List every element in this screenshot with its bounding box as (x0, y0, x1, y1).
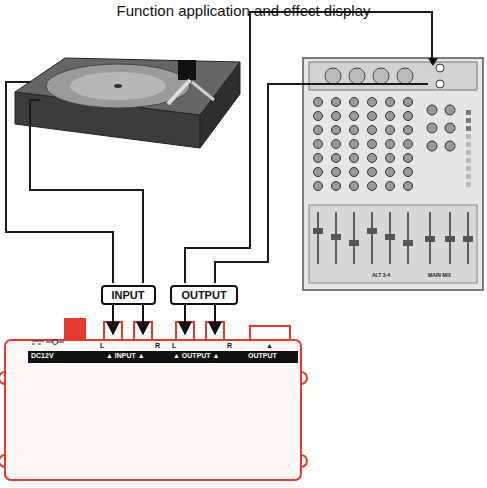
jack-tag: INPUT (101, 285, 156, 305)
tag-text: INPUT (112, 289, 145, 301)
jack-tag: OUTPUT (170, 285, 237, 305)
signal-arrow (184, 305, 186, 334)
signal-arrow (214, 305, 216, 334)
panel-text: L (100, 341, 104, 350)
panel-label: ALT 3-4 (372, 272, 390, 278)
tag-text: OUTPUT (181, 289, 226, 301)
panel-text: DC12V (31, 351, 54, 360)
turntable (15, 58, 240, 148)
effect-unit (0, 318, 307, 480)
panel-text: ▲ OUTPUT ▲ (173, 351, 220, 360)
panel-text: R (155, 341, 160, 350)
panel-label: MAIN MIX (428, 272, 451, 278)
signal-arrow (142, 305, 144, 334)
panel-text: OUTPUT (248, 351, 277, 360)
panel-text: L (172, 341, 176, 350)
cables (6, 12, 432, 283)
signal-arrow (112, 305, 114, 334)
panel-text: R (227, 341, 232, 350)
mixer (303, 58, 483, 290)
panel-text: ▲ INPUT ▲ (106, 351, 145, 360)
title: Function application and effect display (0, 2, 487, 19)
effect-unit-box: DC12VLR▲ INPUT ▲LR▲ OUTPUT ▲▲OUTPUT (5, 340, 301, 480)
panel-text: ▲ (266, 341, 273, 350)
